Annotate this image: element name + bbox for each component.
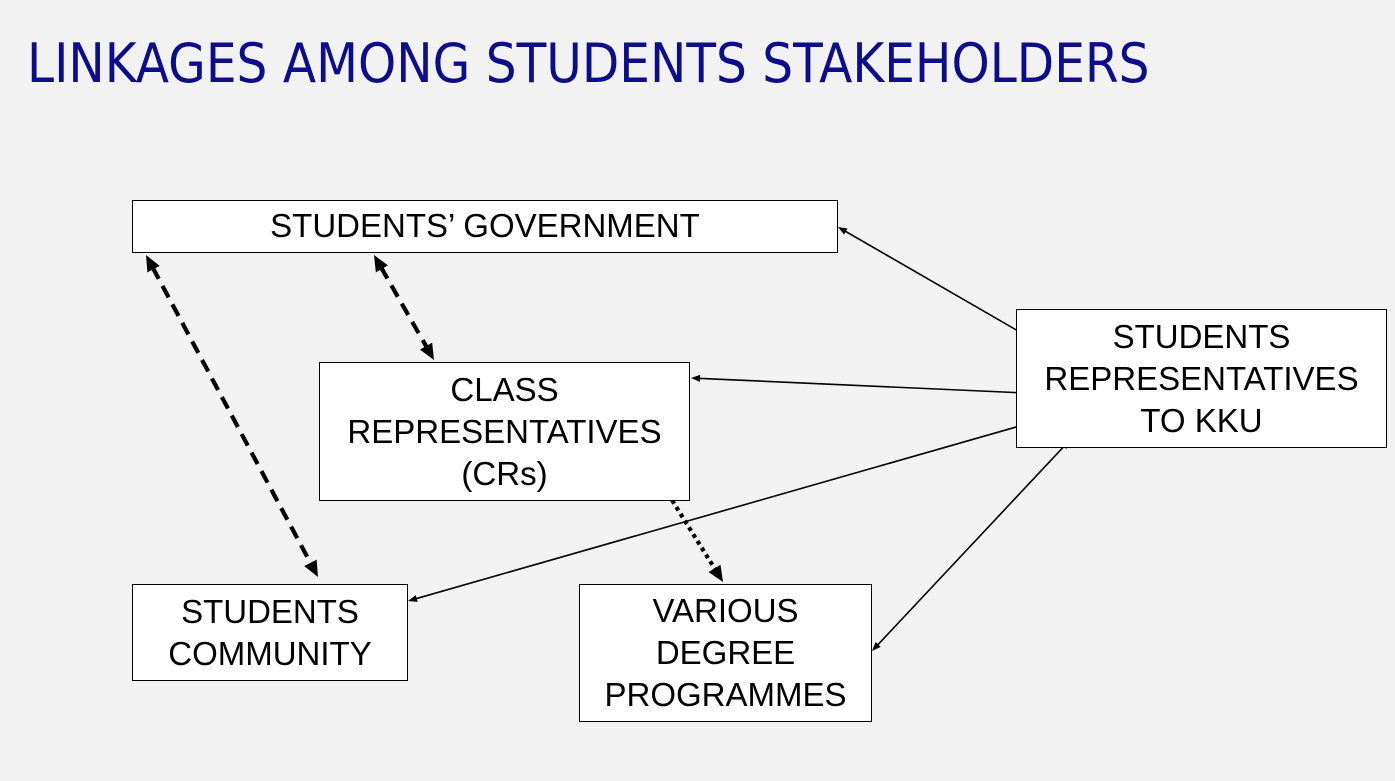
various-degree-programmes-label-line-3: PROGRAMMES <box>604 676 847 713</box>
class-representatives-label-line-2: REPRESENTATIVES <box>347 413 662 450</box>
students-representatives-kku-label-line-3: TO KKU <box>1140 402 1263 439</box>
link-students-government-to-students-community-arrowhead-start <box>146 255 160 273</box>
various-degree-programmes-label-line-1: VARIOUS <box>652 592 799 629</box>
link-class-representatives-to-students-representatives-kku-line <box>697 377 1064 396</box>
students-government-box: STUDENTS’ GOVERNMENT <box>132 200 838 253</box>
students-community-box: STUDENTS COMMUNITY <box>132 584 408 681</box>
link-various-degree-programmes-to-students-representatives-kku-arrowhead-start <box>872 642 881 651</box>
link-students-government-to-class-representatives-line <box>379 266 429 349</box>
link-class-representatives-to-students-representatives-kku-arrowhead-start <box>691 374 701 382</box>
students-representatives-kku-label-line-1: STUDENTS <box>1112 318 1291 355</box>
slide-title: LINKAGES AMONG STUDENTS STAKEHOLDERS <box>27 32 1150 95</box>
link-students-government-to-class-representatives-arrowhead-start <box>374 255 389 273</box>
link-class-representatives-to-various-degree-programmes-arrowhead-end <box>708 564 723 582</box>
link-students-community-to-students-representatives-kku-line <box>414 412 1066 600</box>
link-students-government-to-students-community-line <box>150 266 314 566</box>
class-representatives-box: CLASS REPRESENTATIVES (CRs) <box>319 362 690 501</box>
class-representatives-label-line-3: (CRs) <box>461 455 548 492</box>
students-representatives-kku-label-line-2: REPRESENTATIVES <box>1044 360 1359 397</box>
link-students-government-to-students-community-arrowhead-end <box>304 559 318 577</box>
students-community-label-line-1: STUDENTS <box>181 593 359 630</box>
class-representatives-label-line-1: CLASS <box>450 371 559 408</box>
link-students-government-to-class-representatives-arrowhead-end <box>419 342 434 360</box>
students-representatives-kku-box: STUDENTS REPRESENTATIVES TO KKU <box>1016 309 1387 448</box>
link-students-government-to-students-representatives-kku-arrowhead-start <box>838 227 848 235</box>
students-government-label: STUDENTS’ GOVERNMENT <box>270 207 700 244</box>
link-various-degree-programmes-to-students-representatives-kku-line <box>876 444 1066 647</box>
students-community-label-line-2: COMMUNITY <box>168 635 372 672</box>
various-degree-programmes-label-line-2: DEGREE <box>655 634 796 671</box>
various-degree-programmes-box: VARIOUS DEGREE PROGRAMMES <box>579 584 872 722</box>
link-students-community-to-students-representatives-kku-arrowhead-start <box>408 595 418 602</box>
